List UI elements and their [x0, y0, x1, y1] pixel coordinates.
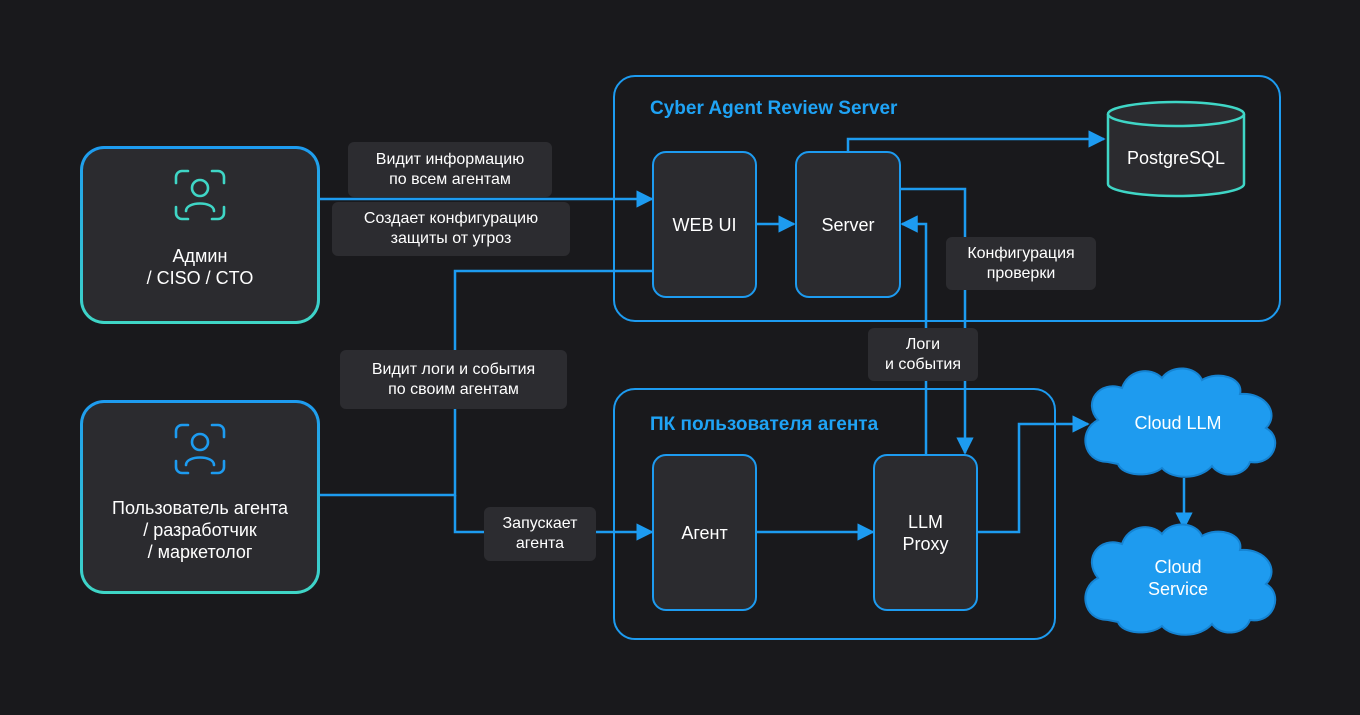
user-face-scan-icon — [174, 169, 226, 221]
cloud-service-label-line2: Service — [1148, 579, 1208, 599]
edge-label-launches: Запускает агента — [484, 507, 596, 561]
cloud-service-label-line1: Cloud — [1154, 557, 1201, 577]
cloud-llm-label: Cloud LLM — [1134, 413, 1221, 433]
edge-label-check-config: Конфигурация проверки — [946, 237, 1096, 290]
group-pc: ПК пользователя агента — [613, 388, 1056, 640]
edge-label-sees-own: Видит логи и события по своим агентам — [340, 350, 567, 409]
actor-user-label: Пользователь агента / разработчик / марк… — [112, 498, 288, 562]
edge-label-sees-all: Видит информацию по всем агентам — [348, 142, 552, 197]
node-agent[interactable]: Агент — [652, 454, 757, 611]
edge-label-creates-config: Создает конфигурацию защиты от угроз — [332, 202, 570, 256]
group-server-title: Cyber Agent Review Server — [650, 98, 898, 119]
edge-proxy-cloudllm — [977, 415, 1090, 534]
postgres-label: PostgreSQL — [1127, 148, 1225, 168]
group-server: Cyber Agent Review Server — [613, 75, 1281, 322]
edge-server-postgres — [846, 130, 1106, 152]
postgres-cylinder[interactable]: PostgreSQL — [1106, 100, 1246, 198]
cloud-llm[interactable]: Cloud LLM — [1084, 367, 1277, 478]
actor-user[interactable]: Пользователь агента / разработчик / марк… — [80, 400, 320, 594]
actor-admin-label: Админ / CISO / CTO — [146, 246, 254, 288]
group-pc-title: ПК пользователя агента — [650, 414, 879, 435]
node-server[interactable]: Server — [795, 151, 901, 298]
node-llm-proxy[interactable]: LLM Proxy — [873, 454, 978, 611]
edge-label-logs-events: Логи и события — [868, 328, 978, 381]
user-face-scan-icon — [174, 423, 226, 475]
node-web-ui[interactable]: WEB UI — [652, 151, 757, 298]
actor-admin[interactable]: Админ / CISO / CTO — [80, 146, 320, 324]
cloud-service[interactable]: Cloud Service — [1084, 523, 1277, 636]
